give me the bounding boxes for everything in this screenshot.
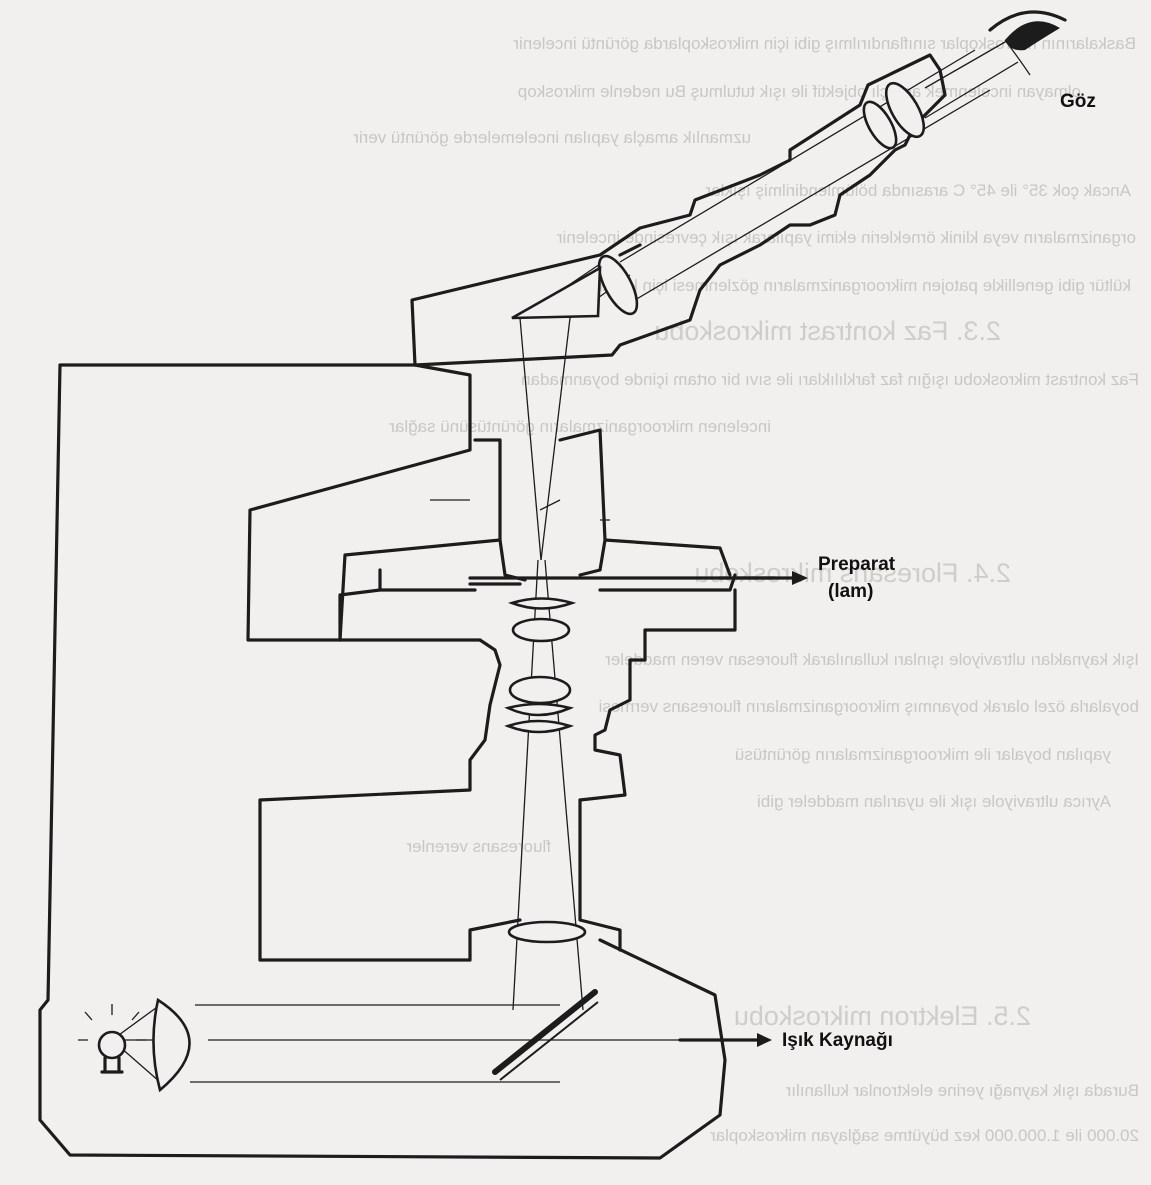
bleed-line: yapılan boyalar ile mikroorganizmaların … [735,745,1111,764]
bleed-line: incelenen mikroorganizmaların görüntüsün… [389,417,771,436]
callout-arrows [678,571,808,1047]
bleed-heading: 2.3. Faz kontrast mikroskobu [654,316,1001,346]
specimen-sublabel: (lam) [828,581,873,602]
specimen-label: Preparat [818,554,896,575]
bleed-line: fluoresans verenler [406,837,551,856]
mirror-edge [499,1001,599,1081]
bleed-line: Işık kaynakları ultraviyole ışınları kul… [605,650,1139,669]
microscope-frame [38,53,947,1160]
bleed-line: Faz kontrast mikroskobu ışığın faz farkl… [521,370,1139,389]
bleed-line: olmayan incelenmek amaçlı objektif ile ı… [518,82,1081,101]
bleed-line: Burada ışık kaynağı yerine elektronlar k… [785,1081,1139,1100]
bleed-line: uzmanlık amaçla yapılan incelemelerde gö… [353,128,751,147]
bleed-line: 20.000 ile 1.000.000 kez büyütme sağlaya… [710,1126,1139,1145]
eye-label: Göz [1060,91,1096,112]
bleed-line: kültür gibi genellikle patojen mikroorga… [574,276,1131,295]
collector-lens [152,997,191,1093]
bleed-line: boyalarla özel olarak boyanmış mikroorga… [599,697,1139,716]
light-source-label: Işık Kaynağı [782,1030,893,1051]
bleed-line: Ayrıca ultraviyole ışık ile uyarılan mad… [757,792,1111,811]
bleed-line: organizmaların veya klinik örneklerin ek… [556,228,1136,247]
bulb-icon [97,1030,127,1060]
eye-icon [988,10,1067,76]
bleed-heading: 2.4. Floresans mikroskobu [694,558,1011,588]
mirror [492,989,598,1075]
bleed-line: Ancak çok 35° ile 45° C arasında bölümle… [705,181,1131,200]
bleed-line: Baskalarının mikroskoplar sınıflandırılm… [513,34,1136,53]
lamp-assembly [78,997,191,1093]
bleed-heading: 2.5. Elektron mikroskobu [734,1001,1031,1031]
optics [504,81,926,944]
bleed-through-text: Baskalarının mikroskoplar sınıflandırılm… [353,34,1139,1145]
